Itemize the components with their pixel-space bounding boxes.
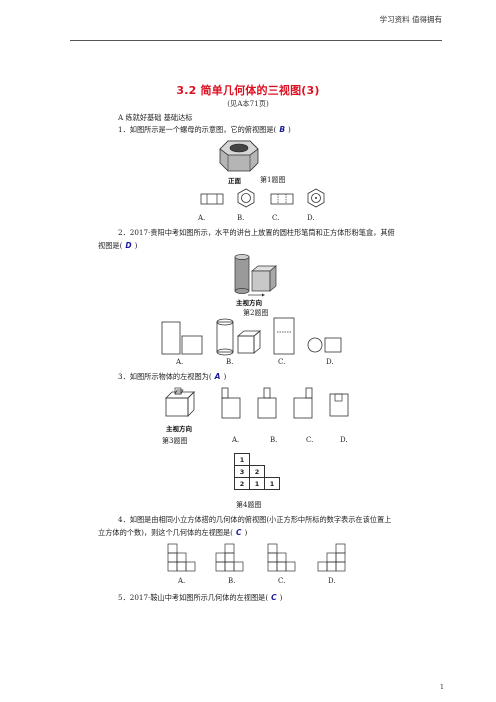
q2-option-a-figure: [161, 321, 203, 355]
q2-option-d: D.: [326, 358, 334, 366]
grid-cell-empty: [250, 454, 265, 466]
q4-option-a: A.: [178, 577, 186, 585]
top-view-grid: 1 3 2 2 1 1: [234, 453, 280, 490]
grid-row: 1: [234, 453, 280, 466]
q3-option-b: B.: [270, 436, 278, 444]
solid-figure-3: [165, 387, 195, 417]
header-rule: [70, 40, 442, 41]
page-header: 学习资料 值得拥有: [379, 15, 442, 24]
q4-option-b-figure: [215, 543, 244, 572]
figure-caption-2: 第2题图: [243, 309, 269, 317]
answer-1: B: [279, 125, 286, 134]
answer-2: D: [125, 241, 132, 250]
q3-option-d: D.: [340, 436, 348, 444]
q2-option-a: A.: [176, 358, 184, 366]
view-direction-label-2: 主视方向: [236, 299, 262, 307]
q2-option-b-figure: [216, 318, 262, 356]
q4-option-a-figure: [167, 543, 196, 572]
q2-option-c-figure: [273, 317, 295, 355]
grid-cell: 1: [234, 453, 250, 466]
grid-row: 3 2: [234, 465, 280, 478]
q1-option-c: C.: [272, 214, 280, 222]
view-direction-label-3: 主视方向: [166, 425, 192, 433]
grid-cell: 1: [249, 477, 265, 490]
q1-option-d-figure: [307, 188, 325, 208]
nut-figure: [219, 140, 259, 172]
q3-option-b-figure: [257, 387, 277, 419]
q3-option-c: C.: [306, 436, 314, 444]
q1-option-a: A.: [198, 214, 206, 222]
q4-option-c: C.: [278, 577, 286, 585]
page-number: 1: [439, 683, 444, 691]
grid-cell: 2: [234, 477, 250, 490]
q4-option-d: D.: [328, 577, 336, 585]
question-3: 3．如图所示物体的左视图为(A): [118, 372, 227, 381]
grid-cell-empty: [265, 466, 280, 478]
question-1: 1．如图所示是一个螺母的示意图，它的俯视图是(B): [118, 125, 291, 134]
q3-option-d-figure: [329, 393, 349, 417]
question-4-line-2: 立方体的个数)，则这个几何体的左视图是(C): [98, 528, 248, 537]
grid-row: 2 1 1: [234, 477, 280, 490]
question-4-line-1: 4．如图是由相同小立方体搭的几何体的俯视图(小正方形中所标的数字表示在该位置上: [118, 515, 392, 524]
q3-option-a-figure: [221, 387, 241, 419]
grid-cell: 3: [234, 465, 250, 478]
q4-option-d-figure: [317, 543, 346, 572]
answer-3: A: [214, 372, 221, 381]
q4-option-b: B.: [228, 577, 236, 585]
q4-option-c-figure: [267, 543, 296, 572]
question-2-line-2: 视图是(D): [98, 241, 138, 250]
front-label: 正面: [228, 177, 241, 185]
cylinder-cube-figure: [234, 254, 277, 297]
q3-option-a: A.: [232, 436, 240, 444]
figure-caption-1: 第1题图: [260, 176, 286, 184]
section-heading: A 练就好基础 基础达标: [118, 113, 193, 122]
reference-note: (见A本71页): [227, 99, 269, 108]
q2-option-d-figure: [307, 337, 342, 353]
q1-option-a-figure: [200, 193, 224, 205]
page-title: 3.2 简单几何体的三视图(3): [176, 84, 320, 97]
q1-option-d: D.: [307, 214, 315, 222]
q2-option-b: B.: [226, 358, 234, 366]
figure-caption-4: 第4题图: [236, 501, 262, 509]
q3-option-c-figure: [293, 387, 313, 419]
q2-option-c: C.: [278, 358, 286, 366]
grid-cell: 2: [249, 465, 265, 478]
answer-5: C: [271, 593, 277, 602]
q1-option-c-figure: [270, 193, 294, 205]
answer-4: C: [236, 528, 242, 537]
q1-option-b-figure: [237, 188, 255, 208]
figure-caption-3: 第3题图: [162, 437, 188, 445]
q1-option-b: B.: [237, 214, 245, 222]
grid-cell-empty: [265, 454, 280, 466]
grid-cell: 1: [264, 477, 280, 490]
question-2-line-1: 2．2017·贵阳中考如图所示，水平的讲台上放置的圆柱形笔筒和正方体形粉笔盒，其…: [118, 228, 395, 237]
question-5: 5．2017·鞍山中考如图所示几何体的左视图是(C): [118, 593, 283, 602]
